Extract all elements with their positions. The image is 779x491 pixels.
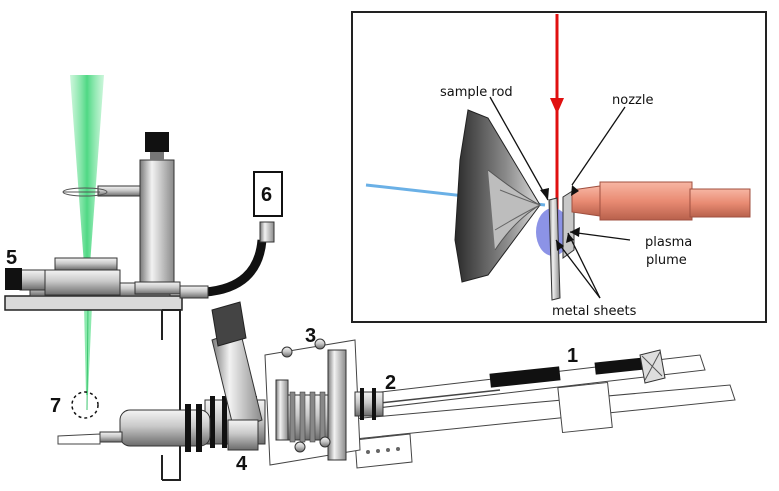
label-4: 4 bbox=[236, 453, 248, 475]
vacuum-assembly bbox=[57, 301, 736, 469]
label-2: 2 bbox=[385, 372, 396, 394]
label-7: 7 bbox=[50, 395, 61, 417]
green-laser-beam bbox=[70, 75, 104, 411]
sample-rod bbox=[548, 197, 561, 301]
skimmer-cone bbox=[454, 109, 542, 283]
label-6: 6 bbox=[261, 184, 272, 206]
label-plasma: plasma bbox=[645, 235, 692, 250]
label-nozzle: nozzle bbox=[612, 93, 653, 108]
optical-bench bbox=[4, 295, 183, 481]
lens-mount-assembly bbox=[5, 132, 181, 297]
label-5: 5 bbox=[6, 247, 17, 269]
leader-arrowheads bbox=[540, 185, 580, 251]
nozzle bbox=[571, 181, 751, 221]
label-sample-rod: sample rod bbox=[440, 85, 513, 100]
cable-assembly bbox=[179, 171, 283, 299]
leader-lines bbox=[489, 96, 631, 299]
label-plume: plume bbox=[646, 253, 687, 268]
label-3: 3 bbox=[305, 325, 316, 347]
label-metal-sheets: metal sheets bbox=[552, 304, 637, 319]
inset-panel: sample rod nozzle plasma plume metal she… bbox=[351, 11, 767, 323]
label-1: 1 bbox=[567, 345, 578, 367]
